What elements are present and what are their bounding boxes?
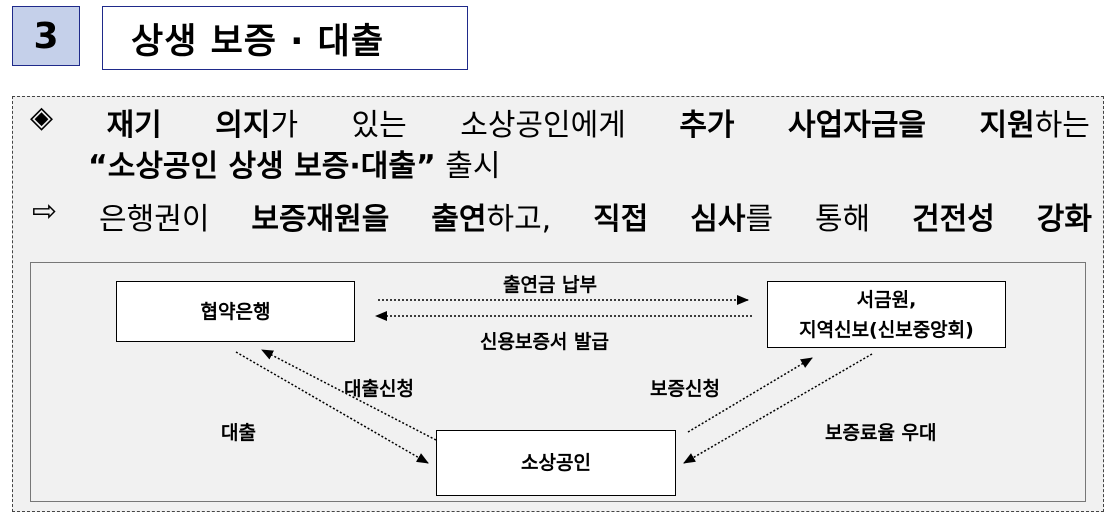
text-segment: 지원하는 (979, 108, 1090, 143)
summary-line-3: ⇨ 은행권이 보증재원을 출연하고, 직접 심사를 통해 건전성 강화 (32, 194, 1092, 238)
text-segment: 재기 (106, 108, 162, 143)
text-segment: 있는 (351, 108, 407, 143)
merchant-box: 소상공인 (436, 430, 676, 496)
loan-label: 대출 (221, 422, 256, 444)
bank-label: 협약은행 (200, 300, 271, 323)
arrow-loan-request (261, 349, 437, 441)
summary-line-1: ◈ 재기 의지가 있는 소상공인에게 추가 사업자금을 지원하는 (30, 100, 1090, 144)
section-number: 3 (12, 6, 80, 66)
contribution-label: 출연금 납부 (503, 274, 598, 296)
guarantor-label-line1: 서금원, (856, 288, 917, 311)
text-segment: 통해 (814, 202, 871, 237)
text-segment: 강화 (1036, 202, 1092, 237)
text-segment: 보증재원을 (251, 202, 390, 237)
arrow-loan (235, 351, 429, 464)
fee-discount-label: 보증료율 우대 (825, 422, 937, 444)
text-segment: 심사를 (690, 202, 774, 237)
guarantor-label-line2: 지역신보(신보중앙회) (799, 318, 974, 341)
guarantee-request-label: 보증신청 (650, 378, 720, 400)
summary-line-2: “소상공인 상생 보증·대출” 출시 (88, 141, 500, 185)
text-segment: 건전성 (912, 202, 995, 237)
arrow-right-icon: ⇨ (32, 194, 58, 229)
product-name: “소상공인 상생 보증·대출” (88, 149, 436, 184)
arrow-guarantee-request (687, 357, 813, 433)
merchant-label: 소상공인 (521, 452, 591, 474)
text-segment: 은행권이 (99, 202, 210, 237)
bank-box: 협약은행 (116, 281, 355, 342)
text-segment: 직접 (593, 202, 649, 237)
guarantee-cert-label: 신용보증서 발급 (480, 331, 609, 353)
section-title: 상생 보증 · 대출 (102, 6, 468, 70)
guarantor-box: 서금원, 지역신보(신보중앙회) (767, 281, 1006, 348)
text-segment: 출연하고, (431, 202, 552, 237)
text-segment: 출시 (445, 149, 501, 184)
text-segment: 소상공인에게 (460, 108, 626, 143)
text-segment: 의지가 (215, 108, 299, 143)
text-segment: 사업자금을 (788, 108, 927, 143)
loan-request-label: 대출신청 (344, 378, 414, 400)
text-segment: 추가 (679, 108, 735, 143)
arrow-fee-discount (683, 353, 873, 464)
diamond-bullet-icon: ◈ (30, 100, 54, 135)
